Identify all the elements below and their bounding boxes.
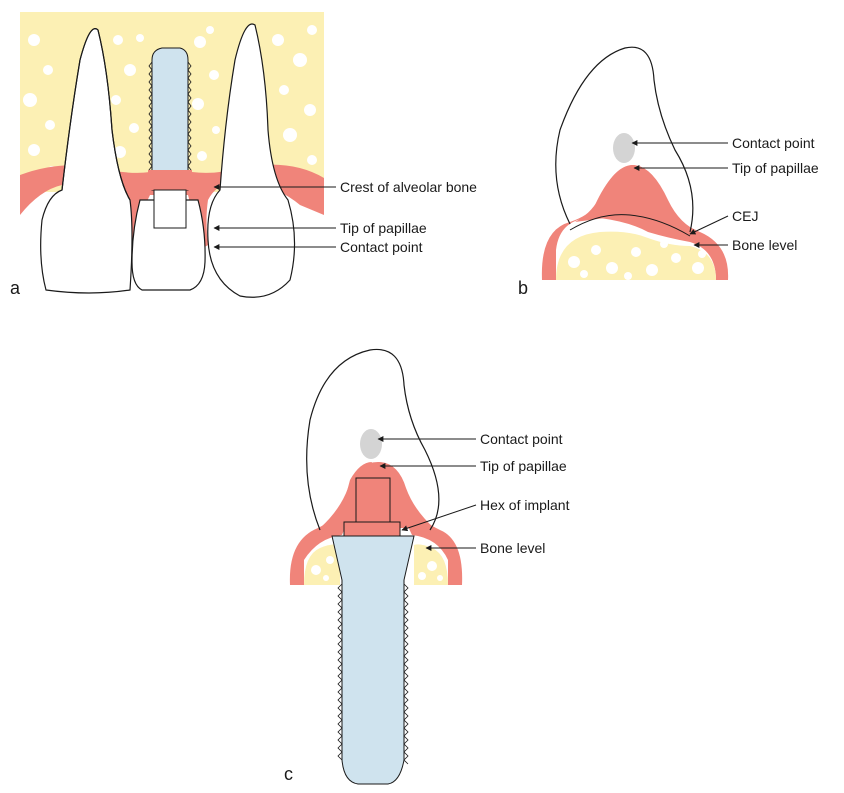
- panel-letter-c: c: [284, 764, 293, 784]
- panel-a-implant-fixture: [152, 48, 188, 190]
- panel-c-hex: [344, 522, 400, 536]
- label-cej: CEJ: [732, 208, 758, 224]
- label-tip-of-papillae-c: Tip of papillae: [480, 458, 567, 474]
- label-hex-of-implant: Hex of implant: [480, 497, 570, 513]
- label-bone-level-c: Bone level: [480, 540, 545, 556]
- panel-letter-a: a: [10, 278, 21, 298]
- panel-c-implant-fixture: [332, 536, 414, 784]
- panel-a-abutment: [154, 190, 186, 228]
- panel-a: [20, 12, 324, 297]
- label-contact-point-b: Contact point: [732, 135, 815, 151]
- panel-c-abutment: [356, 478, 390, 524]
- panel-letter-b: b: [518, 278, 528, 298]
- panel-a-implant-collar: [148, 170, 192, 190]
- label-tip-of-papillae-b: Tip of papillae: [732, 160, 819, 176]
- panel-b-contact-point: [613, 133, 635, 163]
- panel-c-contact-point: [360, 429, 382, 459]
- label-tip-of-papillae-a: Tip of papillae: [340, 220, 427, 236]
- label-bone-level-b: Bone level: [732, 237, 797, 253]
- label-crest-of-alveolar-bone: Crest of alveolar bone: [340, 179, 477, 195]
- label-contact-point-c: Contact point: [480, 431, 563, 447]
- label-contact-point-a: Contact point: [340, 239, 423, 255]
- panel-c-annotations: Contact point Tip of papillae Hex of imp…: [284, 431, 570, 784]
- panel-c: [290, 349, 462, 784]
